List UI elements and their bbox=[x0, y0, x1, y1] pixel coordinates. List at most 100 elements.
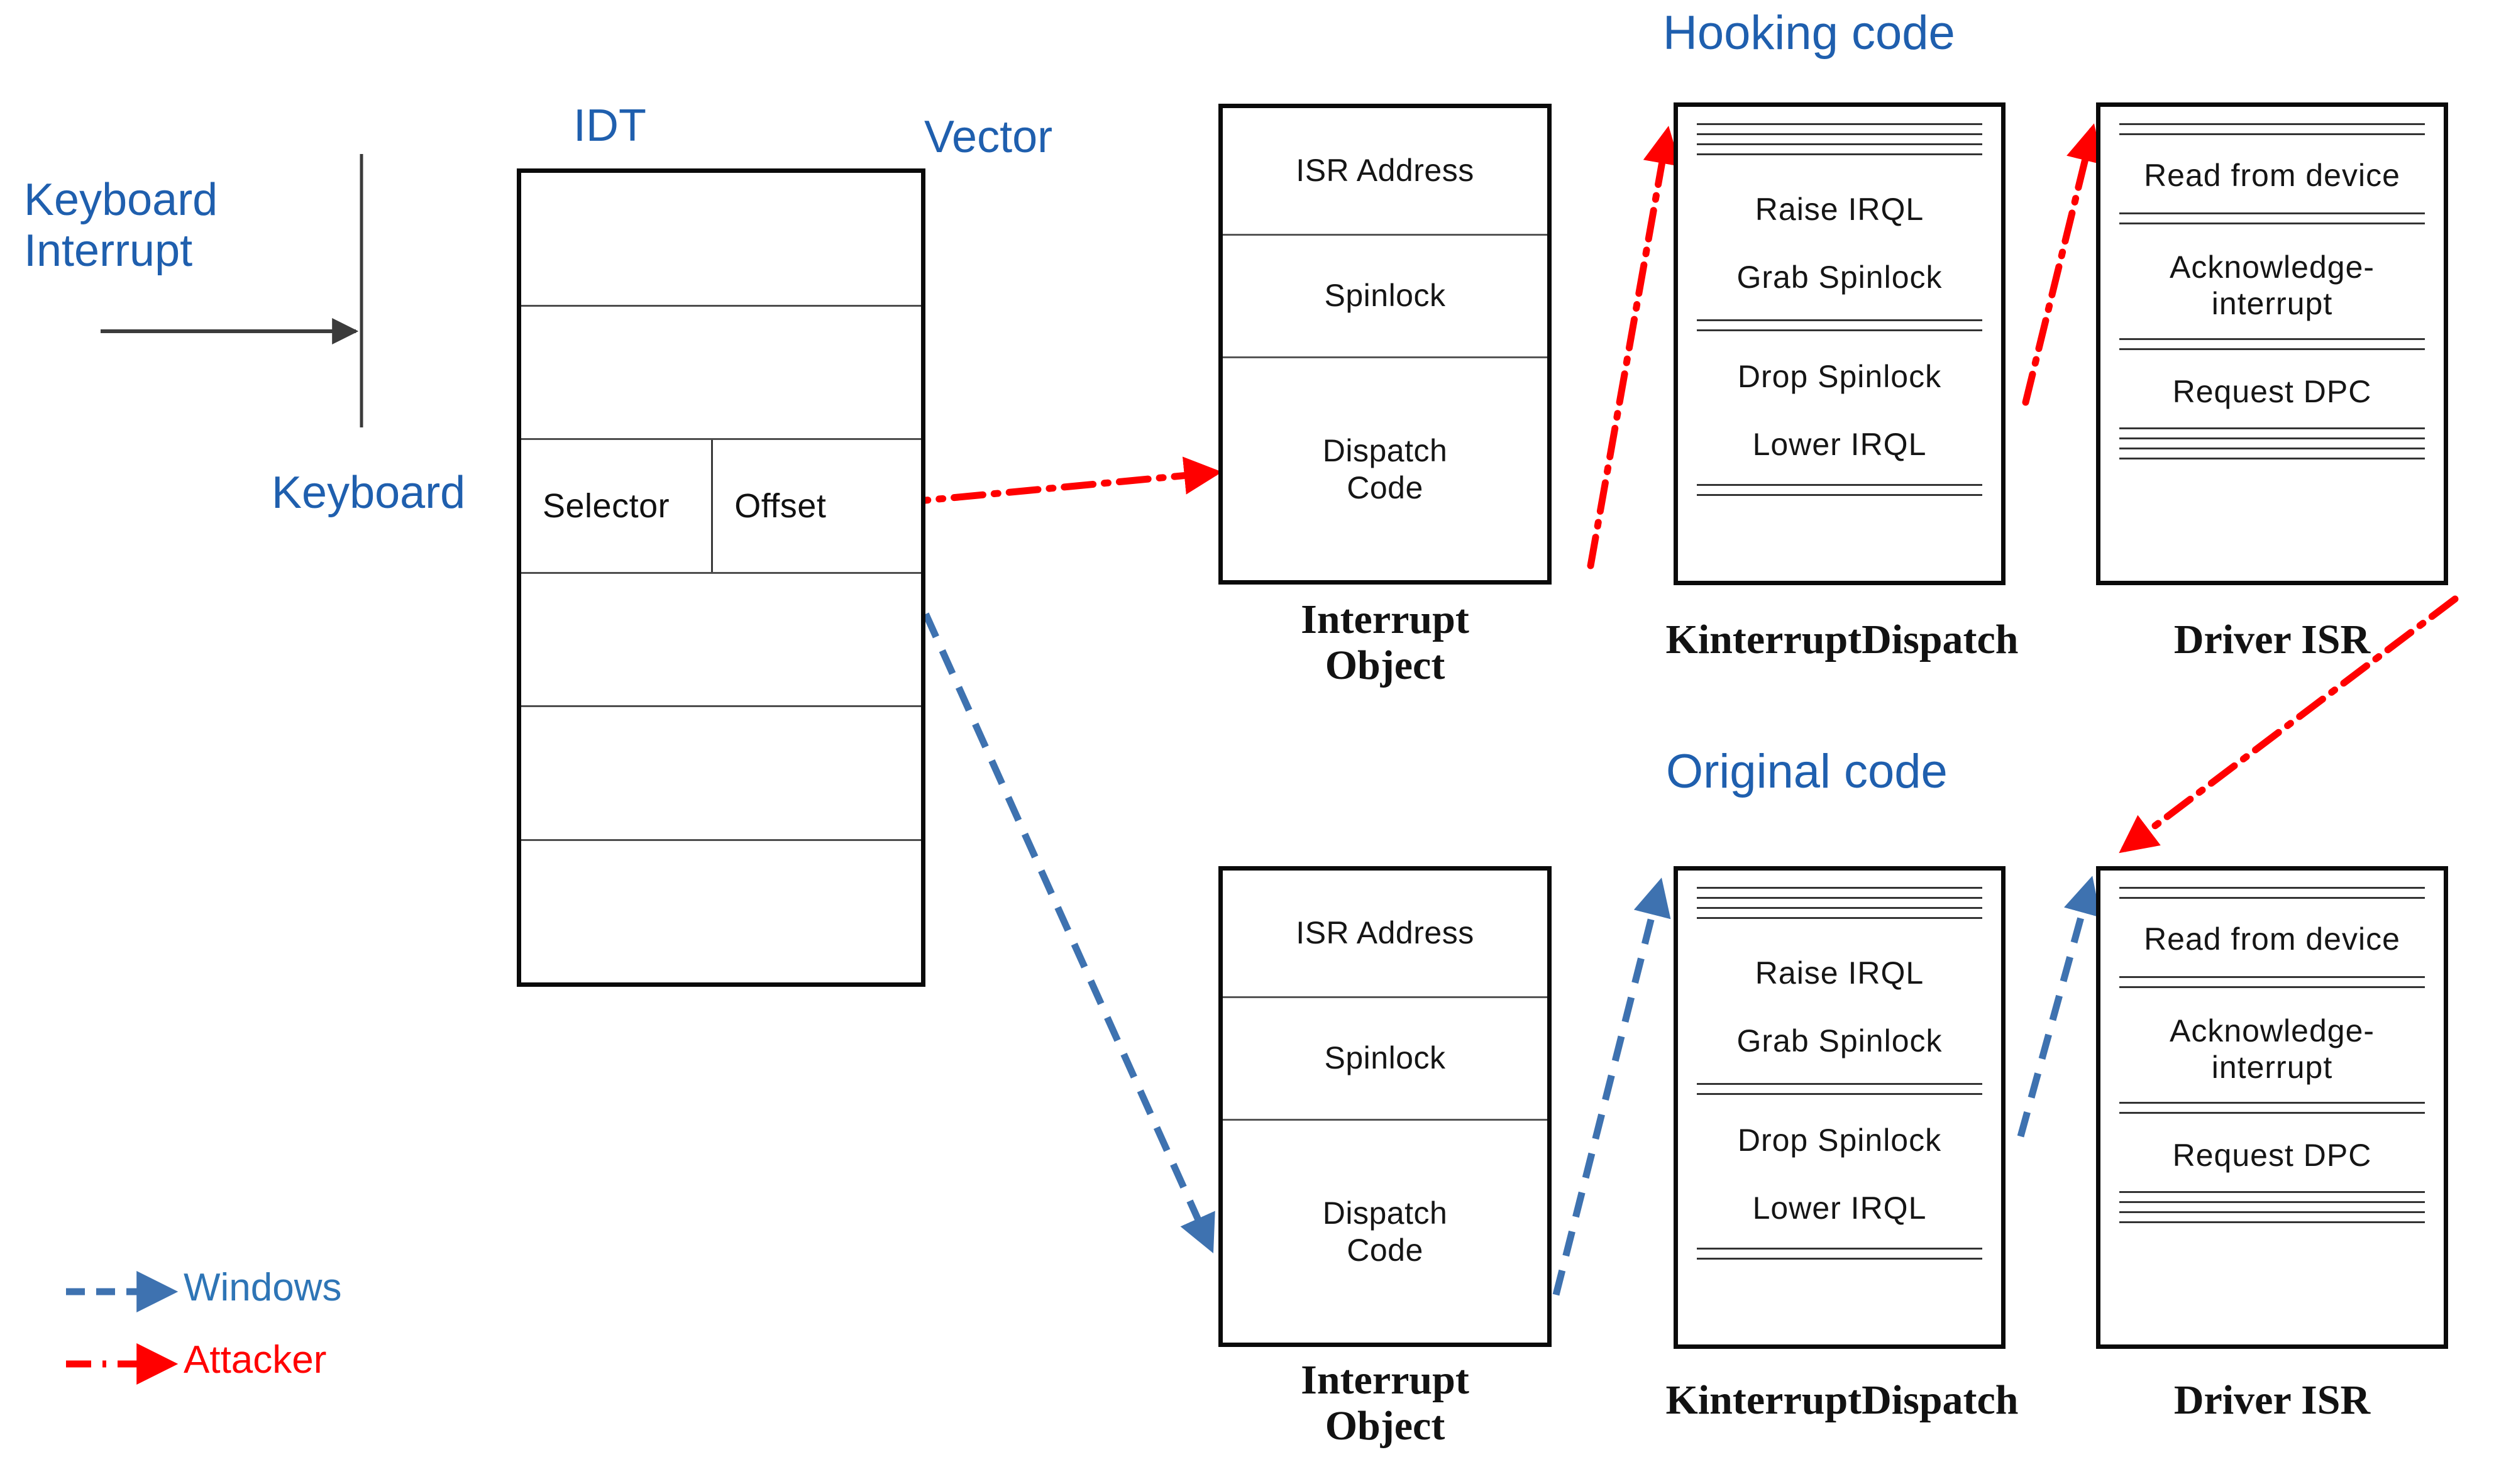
code-rule-line bbox=[2119, 458, 2425, 459]
interrupt-object-field-dispatch-code[interactable]: Dispatch Code bbox=[1322, 1195, 1448, 1268]
code-rules-group bbox=[2119, 976, 2425, 996]
code-rule-line bbox=[2119, 123, 2425, 125]
code-rule-line bbox=[2119, 1191, 2425, 1193]
idt-cell-offset[interactable]: Offset bbox=[734, 486, 827, 525]
code-rule-line bbox=[1697, 153, 1982, 155]
code-rule-line bbox=[1697, 887, 1982, 889]
code-rules-group bbox=[2119, 1102, 2425, 1122]
interrupt-object-field-spinlock[interactable]: Spinlock bbox=[1223, 236, 1547, 359]
interrupt-object-box-original[interactable]: ISR Address Spinlock Dispatch Code bbox=[1218, 866, 1552, 1347]
code-rules-group bbox=[1697, 887, 1982, 927]
code-line-raise-irql: Raise IRQL bbox=[1755, 955, 1924, 991]
code-line-drop-spinlock: Drop Spinlock bbox=[1737, 359, 1942, 394]
windows-arrow-interrupt-object-to-kdispatch bbox=[1552, 877, 1671, 1296]
code-line-grab-spinlock: Grab Spinlock bbox=[1736, 260, 1943, 295]
windows-arrow-idt-to-interrupt-object bbox=[889, 539, 1215, 1254]
code-rules-group bbox=[2119, 1191, 2425, 1231]
code-rule-line bbox=[1697, 143, 1982, 145]
code-rule-line bbox=[1697, 494, 1982, 496]
code-line-acknowledge-interrupt: Acknowledge- interrupt bbox=[2169, 250, 2375, 321]
code-line-read-from-device: Read from device bbox=[2144, 158, 2400, 193]
code-rule-line bbox=[2119, 897, 2425, 899]
code-rule-line bbox=[2119, 448, 2425, 449]
code-rule-line bbox=[1697, 123, 1982, 125]
idt-table[interactable]: Selector Offset bbox=[517, 168, 925, 987]
legend-label-attacker: Attacker bbox=[184, 1338, 327, 1382]
interrupt-object-field-spinlock[interactable]: Spinlock bbox=[1223, 998, 1547, 1121]
code-rule-line bbox=[1697, 329, 1982, 331]
code-rule-line bbox=[2119, 437, 2425, 439]
idt-row[interactable] bbox=[521, 841, 921, 982]
code-line-drop-spinlock: Drop Spinlock bbox=[1737, 1123, 1942, 1158]
code-rules-group bbox=[1697, 123, 1982, 163]
code-rule-line bbox=[2119, 338, 2425, 340]
code-rule-line bbox=[1697, 917, 1982, 919]
code-rule-line bbox=[1697, 1248, 1982, 1250]
code-rule-line bbox=[1697, 133, 1982, 135]
code-rule-line bbox=[2119, 1201, 2425, 1203]
code-rules-group bbox=[2119, 338, 2425, 358]
code-rule-line bbox=[1697, 1093, 1982, 1095]
code-line-request-dpc: Request DPC bbox=[2172, 374, 2372, 409]
code-line-grab-spinlock: Grab Spinlock bbox=[1736, 1023, 1943, 1058]
interrupt-object-field-isr-address[interactable]: ISR Address bbox=[1223, 108, 1547, 236]
code-rules-group bbox=[2119, 123, 2425, 143]
code-rule-line bbox=[2119, 1211, 2425, 1213]
code-rules-group bbox=[2119, 427, 2425, 468]
interrupt-object-caption-original: Interrupt Object bbox=[1301, 1357, 1469, 1449]
code-rule-line bbox=[2119, 212, 2425, 214]
attacker-arrow-kdispatch-to-driver-isr bbox=[2022, 123, 2104, 406]
idt-row[interactable] bbox=[521, 307, 921, 441]
keyboard-label: Keyboard bbox=[272, 468, 466, 518]
kinterrupt-dispatch-caption-hooking: KinterruptDispatch bbox=[1665, 617, 2019, 662]
idt-cell-selector[interactable]: Selector bbox=[521, 440, 714, 572]
code-rule-line bbox=[1697, 907, 1982, 909]
attacker-arrow-interrupt-object-to-kdispatch bbox=[1587, 126, 1681, 569]
code-line-read-from-device: Read from device bbox=[2144, 921, 2400, 957]
code-rule-line bbox=[1697, 484, 1982, 486]
code-rule-line bbox=[2119, 348, 2425, 350]
legend-label-windows: Windows bbox=[184, 1266, 342, 1309]
code-rules-group bbox=[1697, 1248, 1982, 1268]
code-rules-group bbox=[1697, 484, 1982, 504]
interrupt-object-box-hooking[interactable]: ISR Address Spinlock Dispatch Code bbox=[1218, 104, 1552, 585]
code-rule-line bbox=[2119, 1102, 2425, 1104]
code-line-lower-irql: Lower IRQL bbox=[1752, 427, 1927, 462]
code-rule-line bbox=[2119, 1112, 2425, 1114]
idt-label: IDT bbox=[573, 101, 646, 151]
interrupt-object-caption-hooking: Interrupt Object bbox=[1301, 596, 1469, 688]
idt-row[interactable] bbox=[521, 173, 921, 307]
code-line-acknowledge-interrupt: Acknowledge- interrupt bbox=[2169, 1013, 2375, 1085]
code-rule-line bbox=[2119, 1221, 2425, 1223]
idt-row[interactable] bbox=[521, 574, 921, 708]
kinterrupt-dispatch-box-original[interactable]: Raise IRQL Grab Spinlock Drop Spinlock L… bbox=[1674, 866, 2006, 1349]
code-rules-group bbox=[2119, 887, 2425, 907]
code-line-lower-irql: Lower IRQL bbox=[1752, 1190, 1927, 1226]
attacker-arrow-idt-to-interrupt-object bbox=[895, 456, 1223, 507]
driver-isr-box-hooking[interactable]: Read from device Acknowledge- interrupt … bbox=[2096, 102, 2448, 585]
code-rules-group bbox=[2119, 212, 2425, 233]
code-rule-line bbox=[2119, 986, 2425, 988]
code-rule-line bbox=[2119, 133, 2425, 135]
kinterrupt-dispatch-caption-original: KinterruptDispatch bbox=[1665, 1377, 2019, 1423]
driver-isr-caption-hooking: Driver ISR bbox=[2173, 617, 2371, 662]
interrupt-object-field-isr-address[interactable]: ISR Address bbox=[1223, 871, 1547, 998]
driver-isr-caption-original: Driver ISR bbox=[2173, 1377, 2371, 1423]
code-rule-line bbox=[2119, 976, 2425, 978]
vector-label: Vector bbox=[924, 112, 1053, 162]
interrupt-object-field-dispatch-code[interactable]: Dispatch Code bbox=[1322, 432, 1448, 505]
code-rules-group bbox=[1697, 1083, 1982, 1103]
idt-row-descriptor[interactable]: Selector Offset bbox=[521, 440, 921, 574]
kinterrupt-dispatch-box-hooking[interactable]: Raise IRQL Grab Spinlock Drop Spinlock L… bbox=[1674, 102, 2006, 585]
code-rule-line bbox=[1697, 1258, 1982, 1260]
original-code-title: Original code bbox=[1666, 745, 1948, 798]
idt-row[interactable] bbox=[521, 707, 921, 841]
windows-arrow-kdispatch-to-driver-isr bbox=[2017, 876, 2101, 1138]
code-rules-group bbox=[1697, 319, 1982, 339]
driver-isr-box-original[interactable]: Read from device Acknowledge- interrupt … bbox=[2096, 866, 2448, 1349]
code-line-raise-irql: Raise IRQL bbox=[1755, 192, 1924, 227]
code-rule-line bbox=[2119, 427, 2425, 429]
code-rule-line bbox=[1697, 897, 1982, 899]
code-rule-line bbox=[1697, 1083, 1982, 1085]
